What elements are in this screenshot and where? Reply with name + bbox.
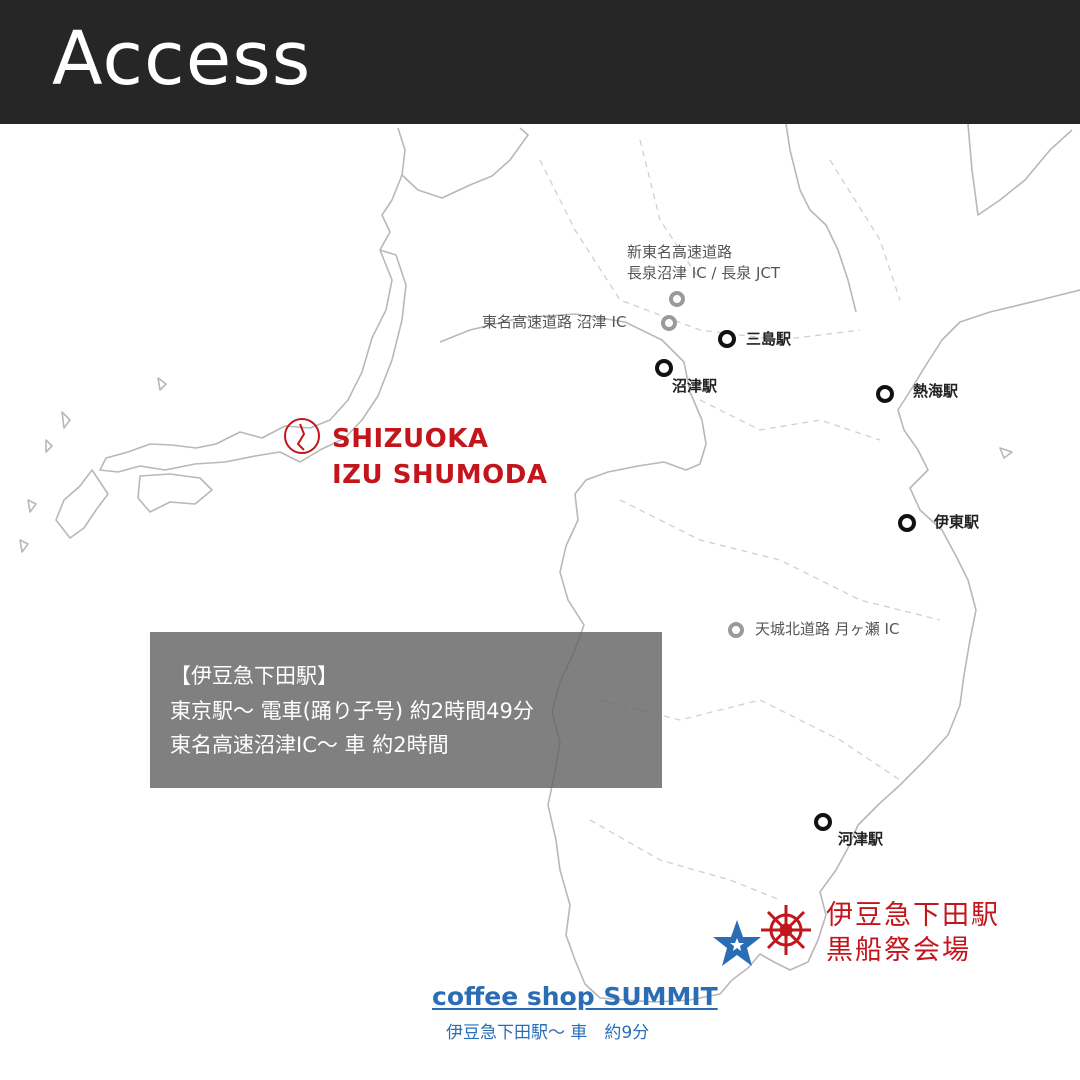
station-kawazu-marker: [814, 813, 832, 831]
station-mishima-label: 三島駅: [746, 330, 792, 348]
japan-kyushu-outline: [55, 469, 109, 539]
shop-access-text: 伊豆急下田駅～ 車 約9分: [446, 1023, 650, 1043]
ic-shin-tomei-label-1: 新東名高速道路: [627, 243, 733, 261]
sagami-coast: [785, 124, 857, 313]
ic-tsukigase-marker: [728, 622, 744, 638]
japan-honshu-outline: [99, 249, 407, 473]
japan-islands: [19, 377, 167, 553]
ic-shin-tomei-label-2: 長泉沼津 IC / 長泉 JCT: [627, 264, 781, 282]
ic-tomei-label: 東名高速道路 沼津 IC: [482, 313, 627, 331]
small-island: [999, 447, 1013, 459]
interchange-marker-icon: [661, 291, 744, 638]
shizuoka-marker-icon: [284, 418, 320, 454]
station-numazu-label: 沼津駅: [672, 377, 718, 395]
shop-name-link[interactable]: coffee shop SUMMIT: [432, 982, 718, 1011]
event-label-line2: 黒船祭会場: [826, 935, 971, 966]
ship-wheel-icon: [761, 905, 811, 955]
station-atami-marker: [876, 385, 894, 403]
info-line-1: 東京駅～ 電車(踊り子号) 約2時間49分: [170, 699, 534, 723]
station-numazu-marker: [655, 359, 673, 377]
region-label-line2: IZU SHUMODA: [332, 460, 548, 490]
info-line-2: 東名高速沼津IC～ 車 約2時間: [170, 733, 449, 757]
access-info-box: 【伊豆急下田駅】 東京駅～ 電車(踊り子号) 約2時間49分 東名高速沼津IC～…: [150, 632, 662, 788]
station-atami-label: 熱海駅: [913, 382, 959, 400]
japan-hokkaido-outline: [379, 127, 529, 251]
ic-amagi-label: 天城北道路 月ヶ瀬 IC: [755, 620, 900, 638]
border-line: [699, 399, 881, 441]
page-title: Access: [52, 16, 312, 102]
border-line: [619, 499, 941, 621]
event-label-line1: 伊豆急下田駅: [826, 900, 1000, 931]
header-bar: Access: [0, 0, 1080, 124]
info-title: 【伊豆急下田駅】: [170, 664, 338, 688]
map: [19, 124, 1080, 1003]
star-icon: [713, 920, 761, 966]
miura-coast: [967, 124, 1073, 216]
border-line: [639, 139, 701, 281]
station-ito-label: 伊東駅: [934, 513, 980, 531]
station-marker-icon: [655, 330, 916, 831]
region-label-line1: SHIZUOKA: [332, 424, 489, 454]
izu-west-coast: [439, 313, 761, 1003]
station-mishima-marker: [718, 330, 736, 348]
japan-shikoku-outline: [137, 473, 213, 513]
station-kawazu-label: 河津駅: [838, 830, 884, 848]
border-line: [599, 699, 901, 781]
ic-numazu-marker: [661, 315, 677, 331]
border-line: [589, 819, 781, 901]
izu-east-coast: [759, 289, 1080, 971]
ic-nagaizumi-marker: [669, 291, 685, 307]
station-ito-marker: [898, 514, 916, 532]
border-line: [829, 159, 901, 301]
